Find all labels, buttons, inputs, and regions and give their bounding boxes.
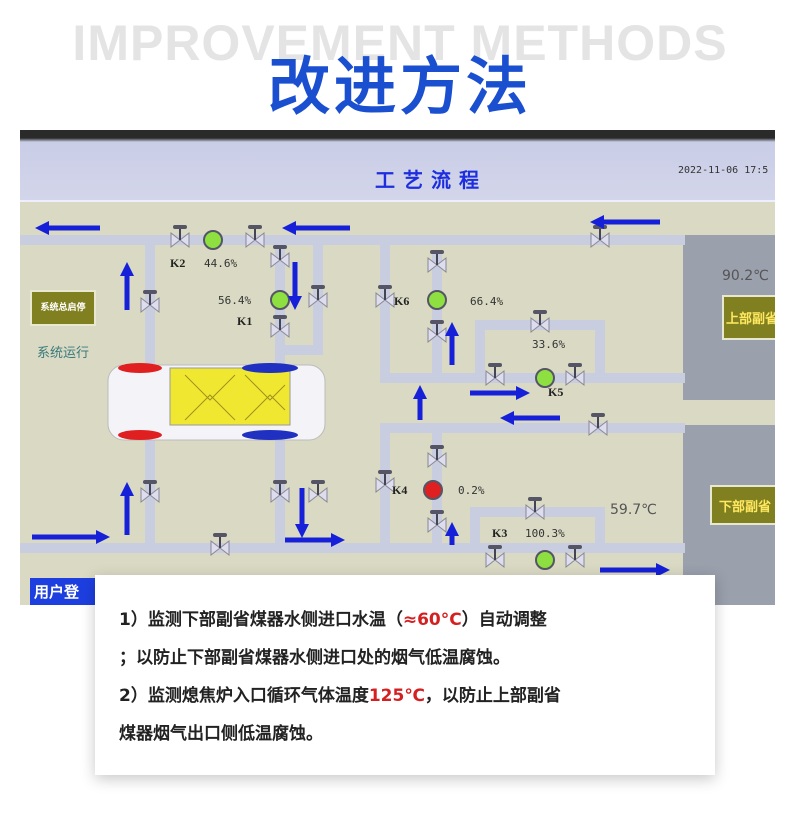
gate-valve-icon [525,497,545,521]
control-valve-icon [427,290,447,310]
gate-valve-icon [308,480,328,504]
gate-valve-icon [427,445,447,469]
note-text: 1）监测下部副省煤器水侧进口水温（ [119,610,403,630]
lower-temp: 59.7℃ [610,502,657,518]
gate-valve-icon [270,315,290,339]
gate-valve-icon [565,545,585,569]
gate-valve-icon [565,363,585,387]
hmi-screen-photo: 工艺流程 2022-11-06 17:5 系统总启停 系统运行 上部副省 下部副… [20,130,775,605]
note-line-1: 1）监测下部副省煤器水侧进口水温（≈60°C）自动调整 [119,603,715,641]
valve-label: K5 [548,385,564,399]
note-highlight: 125℃ [368,686,425,706]
flow-arrow-icon [500,411,560,425]
note-highlight: ≈60°C [402,610,462,630]
flow-arrow-icon [285,533,345,547]
flow-arrow-icon [120,482,134,535]
upper-economizer-button[interactable]: 上部副省 [722,295,775,340]
hot-port [118,363,162,373]
valve-opening: 56.4% [218,294,252,307]
flow-arrow-icon [445,522,459,545]
page-title: 改进方法 [267,50,532,123]
gate-valve-icon [485,363,505,387]
valve-label: K3 [492,526,508,540]
gate-valve-icon [270,480,290,504]
process-diagram [20,215,775,605]
flow-arrow-icon [282,221,350,235]
system-status: 系统运行 [37,346,90,361]
gate-valve-icon [427,250,447,274]
flow-arrow-icon [288,262,302,310]
valve-label: K2 [170,256,186,270]
flow-arrow-icon [445,322,459,365]
flow-arrow-icon [32,530,110,544]
flow-arrow-icon [120,262,134,310]
note-line-3: 2）监测熄焦炉入口循环气体温度125℃，以防止上部副省 [119,679,715,717]
valve-opening: 66.4% [470,295,504,308]
hmi-header: 工艺流程 2022-11-06 17:5 [20,130,775,202]
note-line-2: ；以防止下部副省煤器水侧进口处的烟气低温腐蚀。 [119,648,510,668]
flow-arrow-icon [590,215,660,229]
note-line-4: 煤器烟气出口侧低温腐蚀。 [119,724,323,744]
flow-arrow-icon [35,221,100,235]
valve-opening: 33.6% [532,338,566,351]
control-valve-icon [423,480,443,500]
flow-arrow-icon [600,563,670,577]
flow-arrow-icon [413,385,427,420]
gate-valve-icon [375,285,395,309]
gate-valve-icon [140,480,160,504]
gate-valve-icon [530,310,550,334]
upper-temp: 90.2℃ [722,268,769,284]
valve-label: K4 [392,483,408,497]
gate-valve-icon [308,285,328,309]
gate-valve-icon [485,545,505,569]
flow-arrow-icon [295,488,309,538]
flow-arrow-icon [470,386,530,400]
gate-valve-icon [427,320,447,344]
control-valve-icon [535,368,555,388]
notes-card: 1）监测下部副省煤器水侧进口水温（≈60°C）自动调整 ；以防止下部副省煤器水侧… [95,575,715,775]
valve-opening: 0.2% [458,484,485,497]
user-login-button[interactable]: 用户登 [30,578,100,605]
watermark-heading: IMPROVEMENT METHODS [72,15,728,71]
system-start-stop-button[interactable]: 系统总启停 [30,290,96,326]
note-text: ）自动调整 [461,610,547,630]
valve-label: K1 [237,314,253,328]
hmi-datetime: 2022-11-06 17:5 [678,165,769,176]
gate-valve-icon [170,225,190,249]
gate-valve-icon [588,413,608,437]
gate-valve-icon [375,470,395,494]
valve-label: K6 [394,294,410,308]
control-valve-icon [203,230,223,250]
gate-valve-icon [270,245,290,269]
gate-valve-icon [427,510,447,534]
hmi-title: 工艺流程 [375,168,487,192]
cold-port [242,363,298,373]
note-text: ，以防止上部副省 [424,686,561,706]
control-valve-icon [535,550,555,570]
lower-economizer-button[interactable]: 下部副省 [710,485,775,525]
valve-opening: 44.6% [204,257,238,270]
note-text: 2）监测熄焦炉入口循环气体温度 [119,686,369,706]
gate-valve-icon [210,533,230,557]
valve-opening: 100.3% [525,527,565,540]
gate-valve-icon [245,225,265,249]
control-valve-icon [270,290,290,310]
gate-valve-icon [140,290,160,314]
